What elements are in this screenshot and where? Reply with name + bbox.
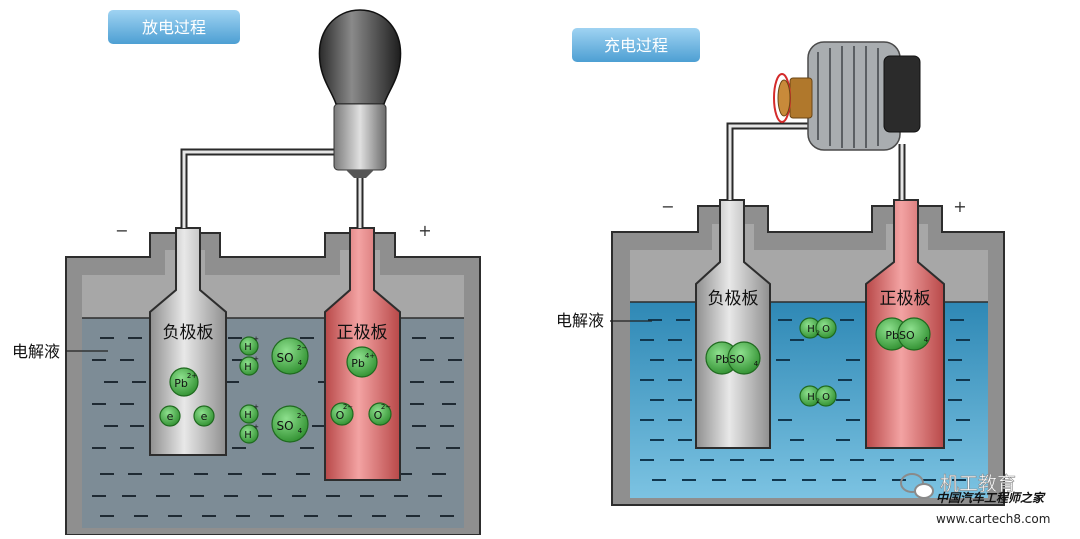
svg-text:+: +: [253, 423, 259, 431]
svg-text:O: O: [374, 409, 383, 422]
svg-text:H: H: [244, 430, 252, 441]
charge-negative-label: 负极板: [708, 289, 759, 309]
watermark: 机工教育 中国汽车工程师之家 www.cartech8.com: [900, 473, 1050, 526]
svg-text:O: O: [822, 324, 830, 335]
discharge-electrolyte-label: 电解液: [12, 342, 60, 361]
ion-sulfate: SO 4 2−: [271, 337, 309, 375]
ion-electron: e: [159, 405, 181, 427]
svg-text:Pb: Pb: [351, 357, 365, 370]
molecule-water: H 2 O: [799, 385, 837, 407]
svg-text:SO: SO: [276, 419, 293, 433]
ion-pb-negative: Pb 2+: [169, 367, 199, 397]
svg-text:4: 4: [298, 359, 303, 367]
charge-electrolyte-dashes: [640, 319, 970, 481]
charge-negative-plate: [695, 199, 771, 449]
watermark-url: www.cartech8.com: [936, 512, 1050, 526]
ion-oxygen: O 2−: [368, 402, 392, 426]
svg-text:SO: SO: [276, 351, 293, 365]
discharge-panel: 放电过程 负极板 正极板: [12, 9, 481, 536]
svg-text:2−: 2−: [297, 412, 307, 420]
light-bulb-icon: [318, 9, 402, 178]
discharge-title: 放电过程: [142, 18, 206, 37]
ion-sulfate: SO 4 2−: [271, 405, 309, 443]
svg-text:4: 4: [754, 360, 759, 368]
ion-hydrogen: H +: [239, 355, 259, 376]
ion-hydrogen: H +: [239, 335, 259, 356]
ion-pb-positive: Pb 4+: [346, 346, 378, 378]
discharge-negative-label: 负极板: [163, 323, 214, 343]
charge-electrolyte-label: 电解液: [556, 311, 604, 330]
molecule-pbso4-positive: PbSO 4: [875, 317, 931, 351]
charge-title-badge: [572, 28, 700, 62]
svg-text:O: O: [336, 409, 345, 422]
svg-text:4: 4: [298, 427, 303, 435]
discharge-minus-sign: −: [115, 221, 128, 240]
svg-text:2: 2: [816, 330, 820, 337]
charge-wire-neg: [726, 122, 812, 200]
svg-text:H: H: [244, 410, 252, 421]
svg-text:PbSO: PbSO: [885, 329, 915, 342]
discharge-title-badge: [108, 10, 240, 44]
alternator-icon: [773, 41, 921, 151]
charge-panel: 充电过程 负极板 正极板: [556, 28, 1005, 506]
svg-text:2: 2: [816, 398, 820, 405]
svg-text:Pb: Pb: [174, 377, 188, 390]
svg-text:H: H: [807, 392, 815, 403]
svg-text:e: e: [167, 410, 174, 423]
molecule-pbso4-negative: PbSO 4: [705, 341, 761, 375]
svg-text:e: e: [201, 410, 208, 423]
discharge-wire-neg: [180, 148, 346, 228]
svg-text:2−: 2−: [297, 344, 307, 352]
discharge-negative-plate: [149, 227, 227, 456]
svg-text:H: H: [244, 362, 252, 373]
svg-text:H: H: [807, 324, 815, 335]
discharge-positive-label: 正极板: [337, 323, 388, 343]
svg-text:2+: 2+: [187, 372, 197, 380]
watermark-brand: 机工教育: [940, 473, 1016, 495]
charge-title: 充电过程: [604, 36, 668, 55]
charge-plus-sign: +: [953, 197, 966, 216]
svg-text:PbSO: PbSO: [715, 353, 745, 366]
watermark-sub: 中国汽车工程师之家: [936, 491, 1046, 505]
svg-text:4: 4: [924, 336, 929, 344]
svg-text:+: +: [253, 355, 259, 363]
discharge-plus-sign: +: [418, 221, 431, 240]
svg-text:H: H: [244, 342, 252, 353]
ion-electron: e: [193, 405, 215, 427]
svg-text:4+: 4+: [365, 352, 375, 360]
charge-minus-sign: −: [661, 197, 674, 216]
svg-text:2−: 2−: [343, 403, 353, 411]
ion-hydrogen: H +: [239, 423, 259, 444]
ion-oxygen: O 2−: [330, 402, 354, 426]
charge-positive-label: 正极板: [880, 289, 931, 309]
svg-text:+: +: [253, 403, 259, 411]
wechat-icon: [900, 473, 934, 499]
molecule-water: H 2 O: [799, 317, 837, 339]
ion-hydrogen: H +: [239, 403, 259, 424]
svg-text:+: +: [253, 335, 259, 343]
svg-text:2−: 2−: [381, 403, 391, 411]
svg-text:O: O: [822, 392, 830, 403]
